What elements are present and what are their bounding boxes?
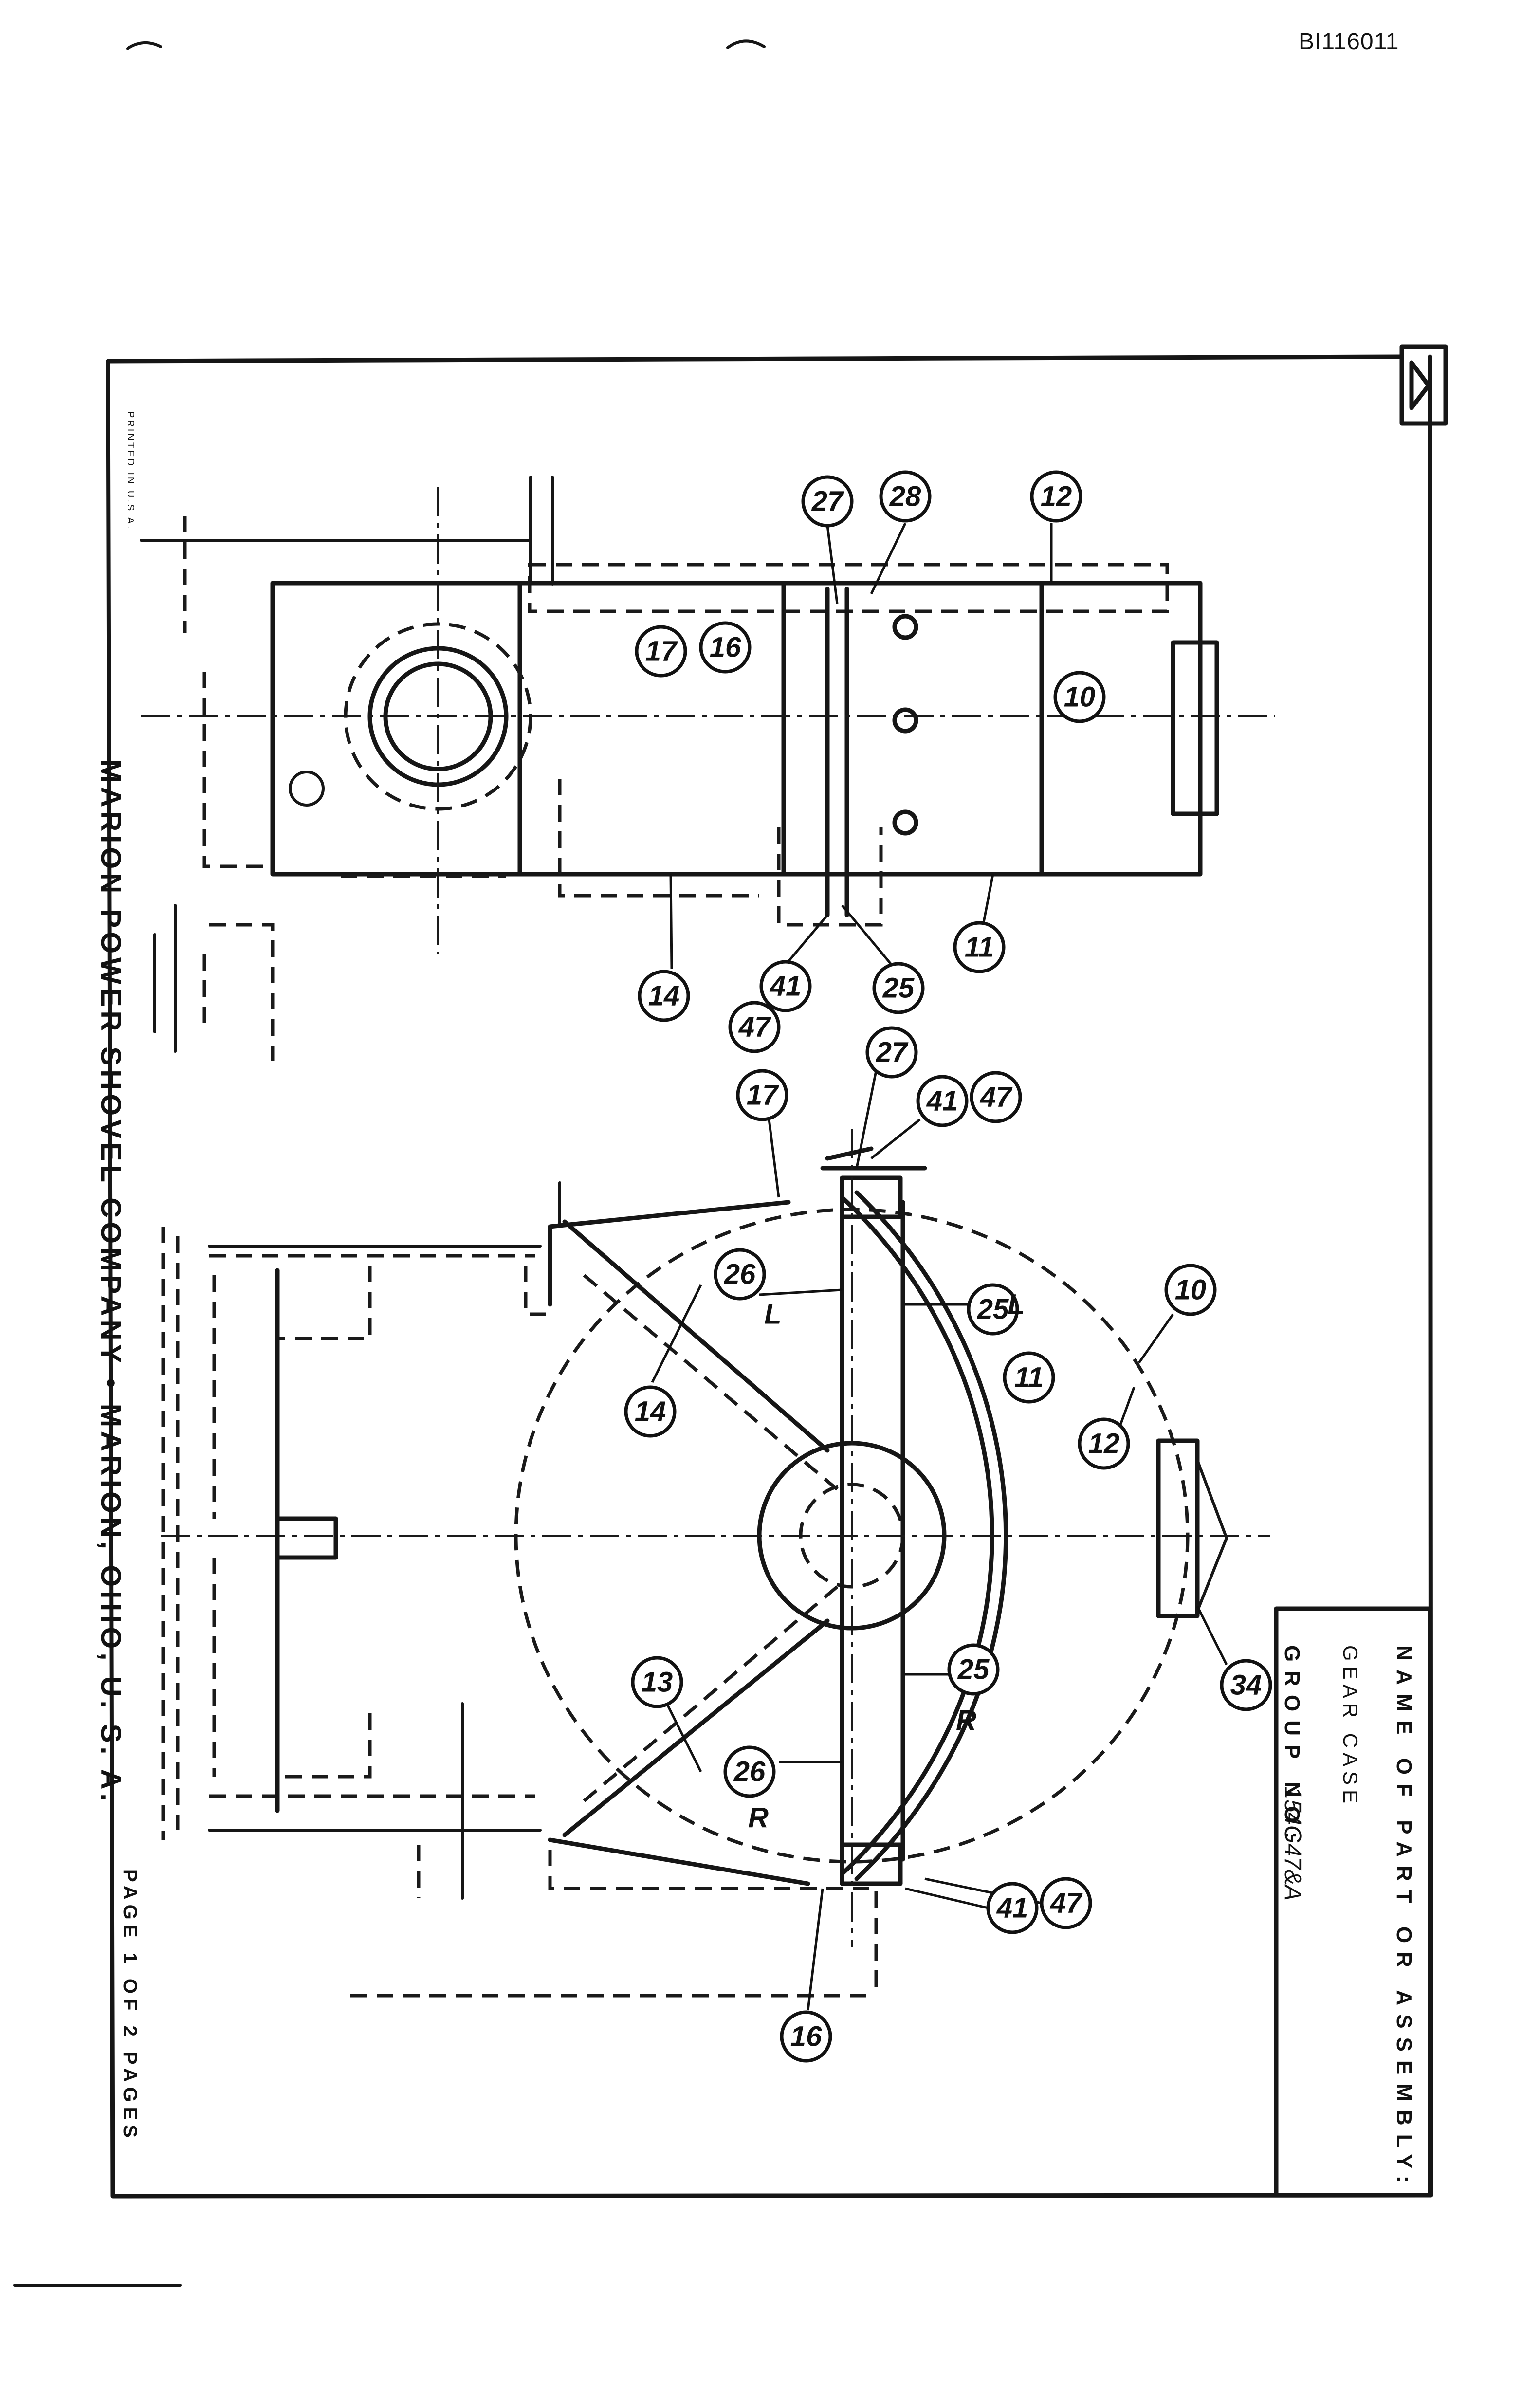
- front-view: [161, 1129, 1270, 1998]
- callout-number: 25: [977, 1294, 1009, 1325]
- callout-number: 13: [642, 1667, 673, 1698]
- marion-logo-icon: [1399, 344, 1448, 426]
- callout-balloon: 41: [905, 1882, 1039, 1934]
- group-number: 154G47&A: [1280, 1786, 1305, 1901]
- printed-in-usa: PRINTED IN U.S.A.: [125, 411, 136, 531]
- callout-number: 47: [1050, 1888, 1083, 1919]
- callout-number: 26: [724, 1259, 756, 1290]
- callout-balloon: 12: [1030, 470, 1082, 582]
- page-indicator: PAGE 1 OF 2 PAGES: [119, 1869, 141, 2143]
- callout-balloon: 47: [970, 1071, 1022, 1123]
- callout-number: 10: [1175, 1274, 1207, 1306]
- callout-balloon: 47: [728, 1001, 781, 1053]
- callout-balloon: 14: [638, 874, 690, 1022]
- callout-balloon: 14: [624, 1284, 702, 1438]
- callout-number: 27: [811, 486, 844, 517]
- callout-number: 26: [733, 1756, 766, 1788]
- callout-number: 10: [1064, 681, 1096, 713]
- callout-balloon: 27: [855, 1026, 918, 1169]
- side-view: [140, 476, 1275, 1061]
- company-name: MARION POWER SHOVEL COMPANY • MARION, OH…: [95, 759, 127, 1805]
- callout-number: 14: [648, 980, 680, 1012]
- callout-number: 25: [882, 972, 915, 1004]
- punch-mark: [126, 41, 162, 50]
- callout-suffix: L: [1008, 1289, 1025, 1321]
- callout-number: 11: [1014, 1362, 1044, 1394]
- callout-suffix: R: [956, 1705, 976, 1737]
- callout-number: 27: [876, 1037, 909, 1068]
- callout-balloon: 25 R: [905, 1643, 1000, 1737]
- callout-balloon: 26 R: [723, 1745, 842, 1834]
- callout-balloon: 13: [631, 1656, 702, 1773]
- callout-number: 47: [738, 1011, 771, 1043]
- callout-balloon: 25 L: [905, 1283, 1025, 1336]
- callout-balloon: 11: [1003, 1351, 1055, 1404]
- front-callouts: 27 47 41 17 10 26 L 2: [624, 1026, 1272, 2063]
- callout-number: 17: [747, 1080, 779, 1111]
- callout-number: 17: [645, 636, 678, 667]
- callout-number: 41: [926, 1085, 958, 1117]
- callout-number: 12: [1041, 481, 1072, 513]
- group-label: GROUP NO:: [1280, 1645, 1304, 1847]
- callout-suffix: L: [764, 1299, 781, 1330]
- punch-mark: [726, 39, 766, 49]
- callout-balloon: 17: [635, 625, 687, 678]
- callout-balloon: 34: [1196, 1605, 1272, 1711]
- callout-balloon: 10: [1137, 1264, 1217, 1364]
- callout-number: 25: [957, 1654, 990, 1686]
- callout-number: 41: [996, 1892, 1028, 1924]
- callout-number: 16: [790, 2021, 822, 2053]
- callout-number: 34: [1230, 1670, 1262, 1701]
- callout-number: 11: [965, 932, 994, 963]
- callout-balloon: 41: [759, 914, 828, 1012]
- drawing-frame: [106, 354, 1433, 2199]
- document-id: BI116011: [1299, 29, 1399, 55]
- callout-number: 28: [889, 481, 921, 513]
- title-block-box: [1274, 1606, 1432, 2198]
- part-name: GEAR CASE: [1339, 1645, 1362, 1808]
- callout-suffix: R: [748, 1802, 769, 1834]
- callout-balloon: 41: [870, 1075, 969, 1159]
- callout-balloon: 12: [1078, 1387, 1136, 1470]
- callout-balloon: 26 L: [714, 1248, 843, 1330]
- callout-number: 14: [635, 1396, 666, 1428]
- callout-number: 12: [1088, 1428, 1120, 1460]
- callout-balloon: 10: [1053, 671, 1106, 723]
- callout-balloon: 27: [801, 475, 854, 604]
- side-callouts: 12 28 27 10 16 17 11: [635, 470, 1106, 1053]
- callout-balloon: 28: [870, 470, 932, 595]
- callout-balloon: 47: [924, 1877, 1092, 1929]
- callout-balloon: 17: [736, 1069, 788, 1198]
- callout-balloon: 16: [780, 1888, 832, 2063]
- callout-balloon: 11: [953, 874, 1006, 973]
- title-block-label: NAME OF PART OR ASSEMBLY:: [1392, 1645, 1416, 2191]
- callout-balloon: 25: [841, 904, 925, 1014]
- callout-number: 41: [770, 971, 802, 1002]
- callout-number: 47: [980, 1082, 1013, 1113]
- callout-number: 16: [710, 632, 741, 663]
- callout-balloon: 16: [699, 621, 752, 674]
